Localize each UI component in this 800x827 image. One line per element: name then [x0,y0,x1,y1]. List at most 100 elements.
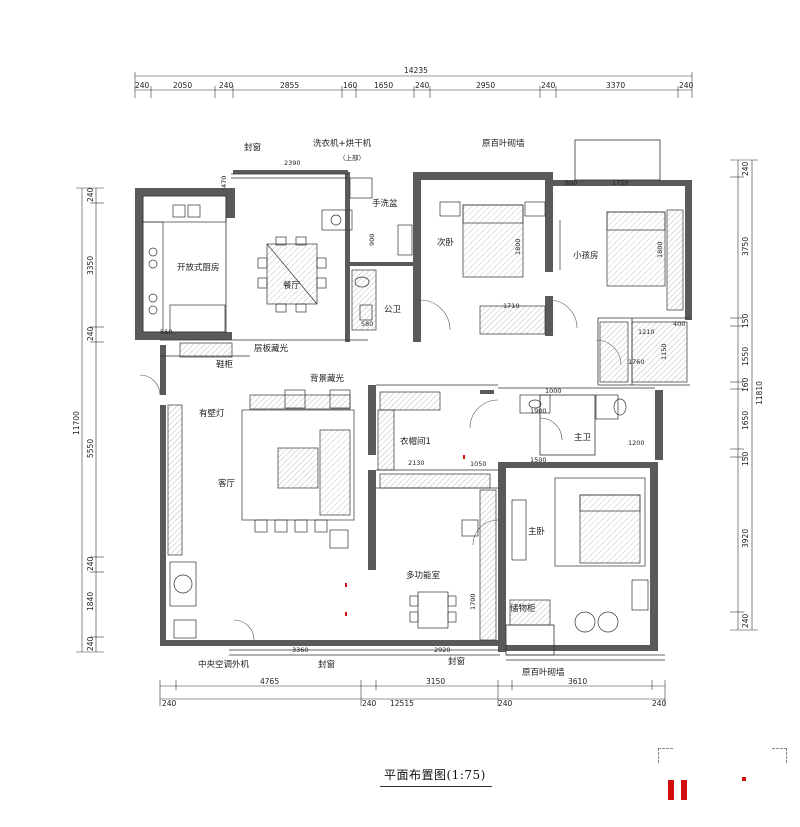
inner-dim: 1700 [469,593,477,610]
label-wall-lamp: 有壁灯 [199,408,225,419]
dim-bottom-seg: 240 [498,699,513,708]
dim-right-labels: 11810 240 3750 150 1550 160 1650 150 392… [741,161,764,628]
dim-left-seg: 5550 [86,439,95,458]
walls [135,170,692,652]
room-label-kitchen: 开放式厨房 [177,262,220,273]
dim-left-seg: 240 [86,556,95,571]
inner-dim: 580 [361,320,373,328]
dining-table [257,236,327,313]
annotation-labels: 封窗 洗衣机+烘干机 （上部） 手洗盆 原百叶砌墙 层板藏光 鞋柜 背景藏光 有… [198,138,565,678]
room-label-dining: 餐厅 [283,281,301,291]
dim-right-seg: 1550 [741,347,750,366]
dim-bottom-segments: 240 4765 240 3150 240 3610 240 [162,677,667,708]
label-ac-unit: 中央空调外机 [198,659,250,670]
label-washer: 洗衣机+烘干机 [313,138,372,149]
inner-dimensions: 2390 470 1710 800 1750 1800 1800 1210 40… [160,159,685,654]
label-window-top: 封窗 [244,142,261,153]
dim-bottom-total: 12515 [390,699,414,708]
inner-dim: 2920 [434,646,451,654]
room-labels: 开放式厨房 餐厅 公卫 次卧 小孩房 客厅 衣帽间1 主卫 主卧 多功能室 储物… [177,237,599,614]
dim-top-seg: 240 [541,81,556,90]
dim-top-seg: 240 [679,81,694,90]
logo-gap [678,780,680,800]
dim-top-total: 14235 [404,66,428,75]
kids-room-bed [559,209,684,311]
inner-dim: 3360 [292,646,309,654]
label-window-bottom-2: 封窗 [448,656,465,667]
label-louver-bottom: 原百叶砌墙 [522,667,565,678]
corner-mark [658,748,673,763]
red-dot-mark [742,777,746,781]
dim-right-total: 11810 [755,381,764,405]
inner-dim: 470 [220,176,228,188]
left-dimension-chain [76,187,104,653]
bottom-dimension-chain [159,680,666,706]
dim-right-seg: 160 [741,377,750,392]
top-dimension-chain [134,72,693,98]
label-window-bottom-1: 封窗 [318,659,335,670]
label-washer-sub: （上部） [339,153,365,162]
inner-dim: 1050 [470,460,487,468]
dim-top-seg: 240 [219,81,234,90]
dim-right-seg: 150 [741,313,750,328]
public-bath-fixtures [321,177,413,331]
dim-left-seg: 1840 [86,592,95,611]
master-bedroom-fixtures [509,477,649,633]
title-underline [380,786,492,787]
inner-dim: 1800 [656,241,664,258]
inner-dim: 1150 [660,343,668,360]
inner-dim: 1200 [628,439,645,447]
label-bg-light: 背景藏光 [310,373,345,384]
partitions [142,139,690,661]
dim-right-seg: 3920 [741,529,750,548]
inner-dim: 1800 [514,238,522,255]
inner-dim: 1000 [545,387,562,395]
accents [345,455,465,616]
dim-top-seg: 3370 [606,81,625,90]
dim-right-seg: 1650 [741,411,750,430]
dim-top-seg: 1650 [374,81,393,90]
dim-right-seg: 240 [741,613,750,628]
dim-bottom-seg: 3610 [568,677,587,686]
dim-top-seg: 240 [415,81,430,90]
inner-dim: 560 [160,328,172,336]
room-label-closet: 衣帽间1 [400,436,431,447]
dim-left-seg: 240 [86,187,95,202]
label-shoe-cabinet: 鞋柜 [216,359,234,370]
dim-left-seg: 3350 [86,256,95,275]
corner-mark [772,748,787,763]
dim-bottom-seg: 240 [362,699,377,708]
inner-dim: 1760 [628,358,645,366]
room-label-master-bath: 主卫 [574,432,592,443]
room-label-living: 客厅 [218,478,236,489]
dim-right-seg: 240 [741,161,750,176]
dim-top-seg: 2950 [476,81,495,90]
dim-top-segments: 240 2050 240 2855 160 1650 240 2950 240 … [135,81,694,90]
inner-dim: 1710 [503,302,520,310]
drawing-title: 平面布置图(1:75) [384,768,486,782]
closet-fixtures [377,391,497,641]
dim-top-seg: 2855 [280,81,299,90]
label-sink: 手洗盆 [372,198,398,209]
label-louver-top: 原百叶砌墙 [482,138,525,149]
dim-top-seg: 160 [343,81,358,90]
dim-bottom-seg: 240 [162,699,177,708]
logo-bar-left [668,780,674,800]
kitchen-fixtures [142,195,227,333]
inner-dim: 400 [673,320,685,328]
inner-dim: 1900 [530,407,547,415]
inner-dim: 1210 [638,328,655,336]
inner-dim: 2390 [284,159,301,167]
room-label-multi-room: 多功能室 [406,570,441,581]
room-label-kids-room: 小孩房 [573,250,599,261]
inner-dim: 1500 [530,456,547,464]
brand-logo [668,780,688,800]
inner-dim: 2130 [408,459,425,467]
inner-dim: 1750 [612,179,629,187]
label-shelf-light: 层板藏光 [254,343,289,354]
dim-bottom-seg: 3150 [426,677,445,686]
dim-left-seg: 240 [86,636,95,651]
dim-top-seg: 2050 [173,81,192,90]
dim-left-labels: 11700 240 3350 240 5550 240 1840 240 [72,187,95,651]
